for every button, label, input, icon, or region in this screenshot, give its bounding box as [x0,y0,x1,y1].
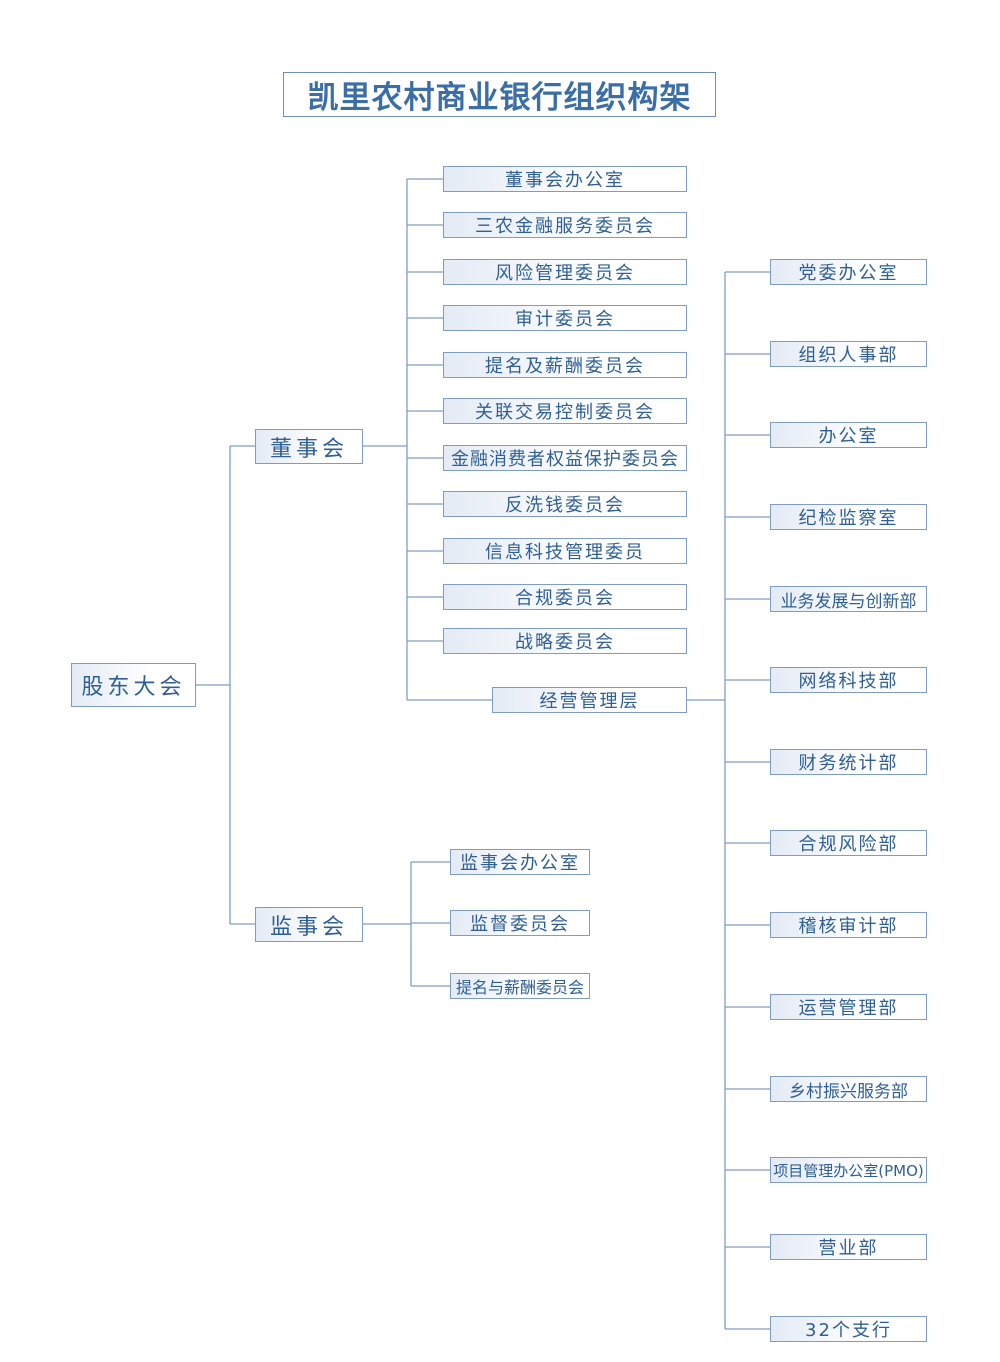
supervisory-committee: 监事会办公室 [450,849,590,875]
supervisory-committee: 提名与薪酬委员会 [450,973,590,999]
department: 办公室 [770,422,927,448]
board-committee: 金融消费者权益保护委员会 [443,445,687,471]
department: 组织人事部 [770,341,927,367]
node-shareholders-meeting: 股东大会 [71,663,196,707]
department: 财务统计部 [770,749,927,775]
supervisory-committee: 监督委员会 [450,910,590,936]
page-title: 凯里农村商业银行组织构架 [283,72,716,117]
board-committee: 战略委员会 [443,628,687,654]
board-committee: 风险管理委员会 [443,259,687,285]
department: 运营管理部 [770,994,927,1020]
node-management: 经营管理层 [492,687,687,713]
department: 合规风险部 [770,830,927,856]
department: 项目管理办公室(PMO) [770,1157,927,1183]
node-supervisory-board: 监事会 [255,907,363,942]
board-committee: 合规委员会 [443,584,687,610]
department: 网络科技部 [770,667,927,693]
board-committee: 审计委员会 [443,305,687,331]
department: 纪检监察室 [770,504,927,530]
department: 营业部 [770,1234,927,1260]
board-committee: 董事会办公室 [443,166,687,192]
board-committee: 关联交易控制委员会 [443,398,687,424]
board-committee: 三农金融服务委员会 [443,212,687,238]
department: 32个支行 [770,1316,927,1342]
board-committee: 提名及薪酬委员会 [443,352,687,378]
department: 稽核审计部 [770,912,927,938]
department: 乡村振兴服务部 [770,1076,927,1102]
board-committee: 信息科技管理委员 [443,538,687,564]
node-board: 董事会 [255,429,363,464]
department: 业务发展与创新部 [770,586,927,612]
board-committee: 反洗钱委员会 [443,491,687,517]
department: 党委办公室 [770,259,927,285]
